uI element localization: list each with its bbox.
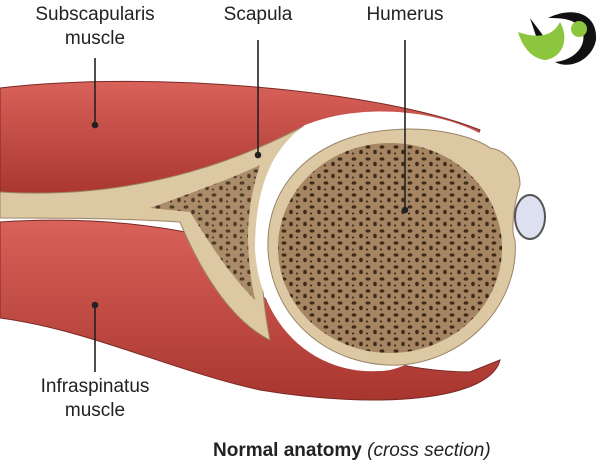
- caption-italic: (cross section): [367, 440, 491, 461]
- small-oval: [514, 194, 546, 240]
- label-line: Infraspinatus: [40, 376, 150, 397]
- humerus-spongy: [278, 143, 502, 353]
- label-line: Subscapularis: [35, 4, 155, 25]
- scapula-spongy: [150, 165, 260, 300]
- logo-icon: [518, 12, 597, 65]
- caption: Normal anatomy (cross section): [213, 440, 491, 462]
- scapula-label: Scapula: [223, 4, 293, 25]
- subscapularis-label: Subscapularis muscle: [10, 3, 180, 51]
- humerus-label: Humerus: [366, 4, 444, 25]
- label-line: muscle: [64, 28, 126, 49]
- infraspinatus-label: Infraspinatus muscle: [15, 375, 175, 423]
- label-line: muscle: [64, 400, 126, 421]
- caption-bold: Normal anatomy: [213, 440, 362, 461]
